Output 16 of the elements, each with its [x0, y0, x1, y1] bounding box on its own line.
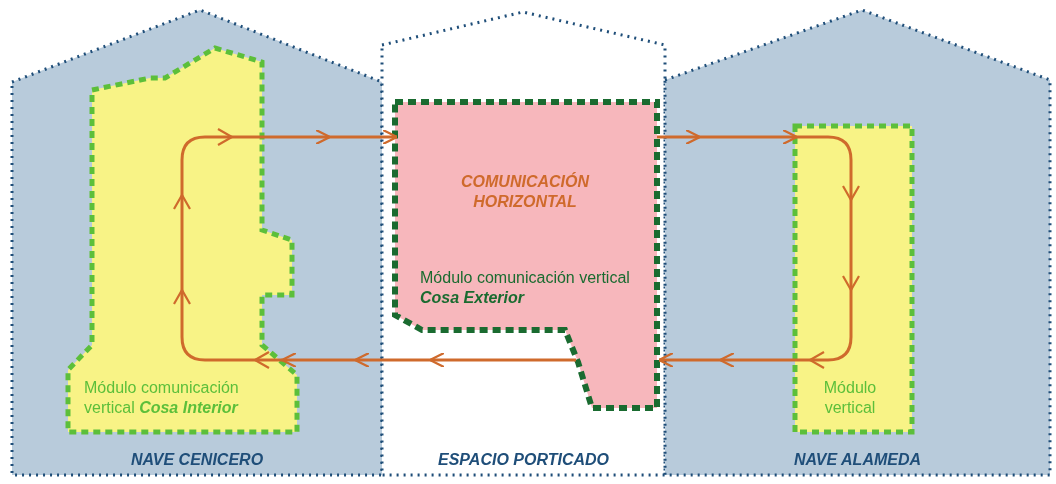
building-outline	[12, 10, 382, 475]
building-name: ESPACIO PORTICADO	[437, 450, 610, 470]
building-outline	[382, 12, 665, 475]
flow-arrow	[282, 353, 576, 367]
area-label: COMUNICACIÓN HORIZONTAL	[460, 172, 591, 212]
building-outline	[665, 10, 1050, 475]
flow-arrow	[262, 130, 397, 144]
flow-arrow	[659, 353, 795, 367]
area-label: Módulo comunicación vertical Cosa Interior	[84, 378, 240, 418]
module-area	[395, 102, 657, 408]
building-name: NAVE ALAMEDA	[792, 450, 923, 470]
module-area	[795, 126, 912, 432]
area-label: Módulo vertical	[822, 378, 878, 418]
module-area	[68, 48, 297, 432]
building-name: NAVE CENICERO	[129, 450, 265, 470]
area-label: Módulo comunicación vertical Cosa Exterior	[420, 268, 631, 308]
